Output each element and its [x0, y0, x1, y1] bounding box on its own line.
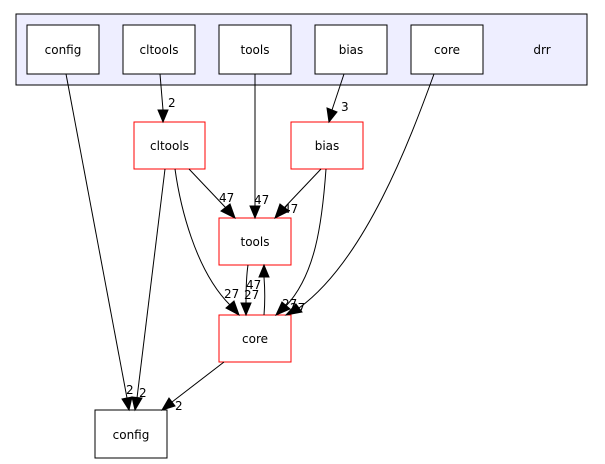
cluster-drr-label: drr — [533, 43, 550, 57]
arrowhead — [121, 396, 133, 412]
edge-label: 27 — [224, 287, 239, 301]
edge-label: 3 — [341, 100, 349, 114]
edge-config-inner-to-config: 2 — [65, 73, 134, 412]
arrowhead — [284, 303, 303, 316]
node-bias-inner-box — [314, 24, 388, 75]
arrowhead — [258, 263, 270, 278]
node-cltools-inner[interactable]: cltools — [122, 24, 196, 75]
node-tools-inner-box — [218, 24, 292, 75]
node-core-label: core — [242, 332, 268, 346]
cluster-drr: drr — [15, 13, 588, 86]
node-config-inner[interactable]: config — [26, 24, 100, 75]
node-tools-inner-label: tools — [241, 43, 270, 57]
arrowhead — [326, 107, 338, 124]
edge-label: 2 — [126, 383, 134, 397]
node-cltools-inner-label: cltools — [140, 43, 179, 57]
edge-line — [174, 168, 231, 306]
arrowhead — [274, 203, 290, 220]
edge-label: 47 — [283, 202, 298, 216]
edge-line — [331, 73, 345, 111]
edge-core-inner-to-core: 27 — [284, 73, 435, 316]
edge-line — [136, 168, 166, 399]
node-bias-inner-label: bias — [339, 43, 364, 57]
edge-cltools-to-tools: 47 — [188, 168, 236, 220]
edge-label: 47 — [246, 278, 261, 292]
node-core[interactable]: core — [218, 314, 292, 363]
node-cltools[interactable]: cltools — [133, 121, 206, 170]
arrowhead — [220, 203, 236, 220]
node-config-box — [94, 409, 168, 459]
edge-line — [245, 264, 249, 304]
arrowhead — [160, 397, 176, 411]
edge-line — [285, 168, 327, 307]
node-cltools-box — [133, 121, 206, 170]
edge-label: 27 — [290, 301, 305, 315]
edge-bias-inner-to-bias: 3 — [326, 73, 349, 124]
edge-label: 2 — [168, 96, 176, 110]
node-config[interactable]: config — [94, 409, 168, 459]
edge-line — [188, 168, 227, 209]
edge-line — [263, 276, 266, 316]
arrowhead — [157, 109, 169, 124]
node-bias[interactable]: bias — [290, 121, 364, 170]
edge-core-to-tools: 47 — [246, 263, 270, 316]
edge-label: 2 — [175, 399, 183, 413]
arrowhead — [131, 396, 143, 412]
node-cltools-inner-box — [122, 24, 196, 75]
node-config-inner-label: config — [45, 43, 82, 57]
edge-cltools-inner-to-cltools: 2 — [157, 73, 176, 124]
node-tools-label: tools — [241, 235, 270, 249]
node-core-box — [218, 314, 292, 363]
edge-line — [298, 73, 435, 309]
node-core-inner[interactable]: core — [410, 24, 484, 75]
edge-label: 47 — [254, 193, 269, 207]
edge-line — [159, 73, 164, 111]
edge-line — [283, 168, 322, 209]
edge-tools-inner-to-tools: 47 — [249, 74, 269, 220]
edge-cltools-to-config: 2 — [131, 168, 166, 412]
node-core-inner-label: core — [434, 43, 460, 57]
node-tools-box — [218, 217, 292, 266]
edge-bias-to-tools: 47 — [274, 168, 322, 220]
node-tools[interactable]: tools — [218, 217, 292, 266]
node-cltools-label: cltools — [150, 139, 189, 153]
cluster-drr-box — [15, 13, 588, 86]
edge-core-to-config: 2 — [160, 361, 225, 413]
node-bias-label: bias — [315, 139, 340, 153]
edge-line — [171, 361, 225, 403]
node-tools-inner[interactable]: tools — [218, 24, 292, 75]
edge-cltools-to-core: 27 — [174, 168, 240, 317]
edge-label: 2 — [139, 386, 147, 400]
arrowhead — [240, 302, 252, 317]
edge-label: 47 — [219, 191, 234, 205]
node-bias-box — [290, 121, 364, 170]
node-bias-inner[interactable]: bias — [314, 24, 388, 75]
node-config-label: config — [113, 428, 150, 442]
arrowhead — [249, 205, 261, 220]
node-config-inner-box — [26, 24, 100, 75]
edge-label: 27 — [244, 288, 259, 302]
arrowhead — [275, 301, 291, 316]
arrowhead — [225, 300, 240, 317]
node-core-inner-box — [410, 24, 484, 75]
edge-line — [65, 73, 128, 399]
edge-tools-to-core: 27 — [240, 264, 259, 317]
